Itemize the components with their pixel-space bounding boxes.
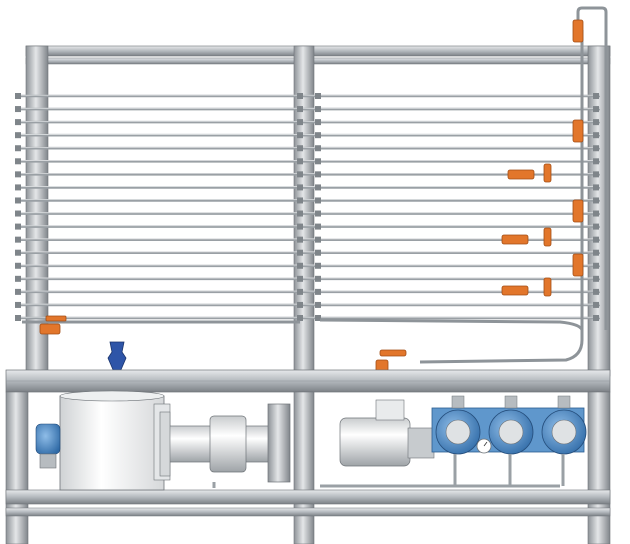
tube-fitting [297, 119, 303, 126]
cylinder-filter [159, 403, 291, 483]
tube-fitting [315, 262, 321, 269]
tube-fitting [15, 132, 21, 139]
tube-fitting [15, 301, 21, 308]
tube-fitting [297, 106, 303, 113]
tube-fitting [15, 236, 21, 243]
motor-icon [339, 399, 435, 467]
tube-fitting [315, 197, 321, 204]
tube-fitting [15, 288, 21, 295]
tube-fitting [593, 262, 599, 269]
tube-fitting [315, 184, 321, 191]
tube-fitting [593, 197, 599, 204]
tube-fitting [593, 184, 599, 191]
tube-fitting [297, 145, 303, 152]
tube-fitting [297, 236, 303, 243]
tube-fitting [315, 119, 321, 126]
tube-fitting [593, 210, 599, 217]
tube-fitting [15, 184, 21, 191]
tube-fitting [315, 132, 321, 139]
pressure-gauge-icon [476, 438, 492, 454]
tube-fitting [315, 223, 321, 230]
tank-icon [35, 390, 171, 491]
tube-fitting [593, 106, 599, 113]
tube-fitting [593, 236, 599, 243]
tube-fitting [315, 288, 321, 295]
tube-fitting [593, 315, 599, 321]
tube-fitting [315, 210, 321, 217]
tube-fitting [15, 145, 21, 152]
tube-fitting [15, 249, 21, 256]
tube-fitting [15, 210, 21, 217]
lower-frame [5, 391, 611, 544]
tube-fitting [15, 223, 21, 230]
tube-bank-icon [15, 93, 600, 321]
tube-fitting [297, 315, 303, 321]
tube-fitting [15, 315, 21, 321]
tube-fitting [15, 262, 21, 269]
tube-fitting [297, 288, 303, 295]
tube-fitting [315, 171, 321, 178]
tube-fitting [315, 315, 321, 321]
tube-fitting [593, 119, 599, 126]
tube-fitting [593, 288, 599, 295]
tube-fitting [297, 210, 303, 217]
tube-fitting [15, 119, 21, 126]
tube-fitting [297, 197, 303, 204]
tube-fitting [297, 223, 303, 230]
tube-fitting [315, 145, 321, 152]
tube-fitting [315, 249, 321, 256]
tube-fitting [297, 132, 303, 139]
tube-fitting [315, 301, 321, 308]
tube-fitting [297, 93, 303, 99]
tube-fitting [297, 275, 303, 282]
lower-piping [212, 454, 565, 488]
tube-fitting [593, 93, 599, 99]
tube-fitting [297, 301, 303, 308]
tube-fitting [593, 158, 599, 165]
tube-fitting [593, 275, 599, 282]
valve-icon [39, 19, 584, 375]
tube-fitting [593, 171, 599, 178]
pump-head-icon [431, 395, 587, 455]
tube-fitting [297, 158, 303, 165]
tube-fitting [315, 158, 321, 165]
tube-fitting [15, 93, 21, 99]
tube-fitting [15, 197, 21, 204]
tube-fitting [315, 236, 321, 243]
tube-fitting [297, 184, 303, 191]
table-top [5, 369, 611, 393]
tube-fitting [593, 223, 599, 230]
tube-fitting [15, 275, 21, 282]
tube-fitting [297, 171, 303, 178]
tube-fitting [297, 249, 303, 256]
tube-fitting [315, 275, 321, 282]
tube-fitting [315, 93, 321, 99]
tube-fitting [593, 301, 599, 308]
vent-cap-icon [107, 341, 127, 373]
tube-fitting [593, 132, 599, 139]
tube-fitting [315, 106, 321, 113]
riser-pipe [22, 6, 608, 364]
tube-fitting [297, 262, 303, 269]
tube-fitting [593, 249, 599, 256]
tube-fitting [15, 106, 21, 113]
tube-fitting [15, 158, 21, 165]
tube-fitting [15, 171, 21, 178]
tube-fitting [593, 145, 599, 152]
